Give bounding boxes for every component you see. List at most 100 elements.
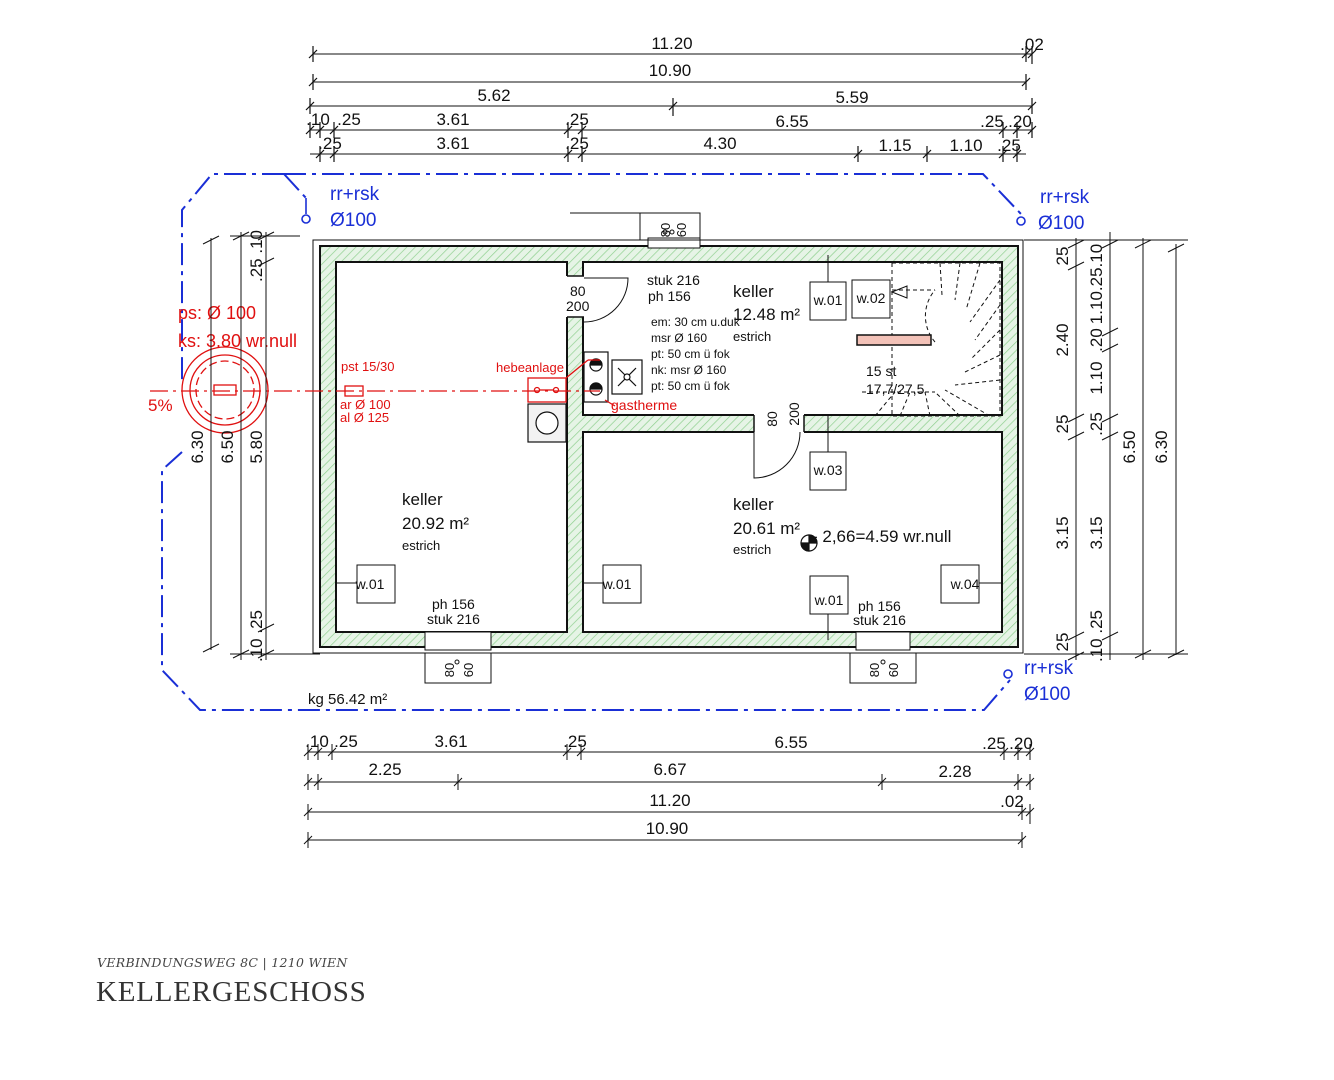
rr-dia-bottom: Ø100 [1024,684,1070,705]
staircase [862,262,1001,417]
tag-w01-top: w.01 [813,292,843,308]
room-left-area: 20.92 m² [402,514,469,533]
dim-top-4-30: 4.30 [703,134,736,153]
rr-label-left: rr+rsk [330,184,380,205]
level-marker-icon [800,534,818,552]
red-piping [150,346,616,434]
window-br-80: 80 [867,663,882,677]
window-top-80: 80 [658,223,673,237]
red-labels: ps: Ø 100 ks: 3.80 wr.null 5% pst 15/30 … [148,303,677,425]
right-dimension-labels: 25 2.40 25 3.15 25 1.10.25.10 .20 1.10 .… [1053,244,1171,662]
drainage-points [301,198,1026,679]
tag-w01-bottom: w.01 [814,592,844,608]
dim-bot-11-20: 11.20 [649,791,690,810]
dim-right-2-40: 2.40 [1053,323,1072,356]
dim-bot-010: .10 [305,732,329,751]
window-bl-80: 80 [442,663,457,677]
dim-right-25b: 25 [1053,415,1072,434]
tag-w04: w.04 [950,576,980,592]
slope-label: 5% [148,396,173,415]
ps-label: ps: Ø 100 [178,303,256,323]
window-top-stuk: stuk 216 [647,272,700,288]
drainage-labels: rr+rsk Ø100 rr+rsk Ø100 rr+rsk Ø100 [330,184,1090,705]
door-1-80: 80 [570,283,586,299]
stairs-count: 15 st [866,363,896,379]
rr-label-bottom: rr+rsk [1024,658,1074,679]
tag-w01-left: w.01 [355,576,385,592]
room-right-floor: estrich [733,542,771,557]
rr-dia-left: Ø100 [330,210,376,231]
rr-dia-right: Ø100 [1038,213,1084,234]
dim-top-5-59: 5.59 [835,88,868,107]
left-dimension-chains [202,231,320,660]
dim-top-5-62: 5.62 [477,86,510,105]
dim-top-025b: .25 [565,110,589,129]
room-right-name: keller [733,495,774,514]
dim-right-025: .25 [1087,412,1106,436]
dim-bot-2-25: 2.25 [368,760,401,779]
stair-landing [856,334,932,346]
dim-bot-2-28: 2.28 [938,762,971,781]
note-em: em: 30 cm u.duk [651,315,741,329]
dim-bot-6-67: 6.67 [653,760,686,779]
downpipe-icon [301,214,311,224]
dim-top-10-90: 10.90 [649,61,692,80]
dim-top-010: .10 [306,110,330,129]
page-title: KELLERGESCHOSS [96,976,367,1008]
room-keller-right [582,431,1003,633]
dim-bot-3-61: 3.61 [434,732,467,751]
dim-right-6-50: 6.50 [1120,430,1139,463]
technical-notes: em: 30 cm u.duk msr Ø 160 pt: 50 cm ü fo… [308,315,951,708]
top-dimension-labels: 11.20 .02 10.90 5.62 5.59 .10 .25 3.61 .… [306,34,1044,155]
door-1-200: 200 [566,298,590,314]
note-msr: msr Ø 160 [651,331,707,345]
dim-bot-020: .20 [1009,734,1033,753]
room-top-name: keller [733,282,774,301]
dim-right-3-15a: 3.15 [1053,516,1072,549]
stairs-ratio: 17,7/27,5 [866,381,925,397]
room-keller-top [582,261,1003,416]
drainage-outline [161,173,1022,711]
dim-right-small-bottom: .10 .25 [1087,610,1106,662]
note-pt2: pt: 50 cm ü fok [651,379,731,393]
dim-right-small-top: 1.10.25.10 [1087,244,1106,324]
tag-w03: w.03 [813,462,843,478]
dim-right-6-30: 6.30 [1152,430,1171,463]
hebeanlage-label: hebeanlage [496,360,564,375]
dim-top-02: .02 [1020,35,1044,54]
note-pt1: pt: 50 cm ü fok [651,347,731,361]
dim-top-025a: .25 [337,110,361,129]
dim-right-25c: 25 [1053,633,1072,652]
dim-bot-025c: .25 [982,734,1006,753]
ar-label: ar Ø 100 [340,397,391,412]
dim-right-25a: 25 [1053,247,1072,266]
window-bl-ph: ph 156 [432,596,475,612]
level-note: - 2,66=4.59 wr.null [812,527,951,546]
door-2-80: 80 [764,411,780,427]
dim-top-025c: .25 [980,112,1004,131]
window-top-ph: ph 156 [648,288,691,304]
wall-tags [336,255,1002,640]
window-bl-stuk: stuk 216 [427,611,480,627]
top-dimension-chains [305,46,1037,162]
dim-left-6-50: 6.50 [218,430,237,463]
dim-top-3-61b: 3.61 [436,134,469,153]
al-label: al Ø 125 [340,410,389,425]
opening-labels: stuk 216 ph 156 80 60 ph 156 stuk 216 80… [427,223,906,677]
dim-top-020: .20 [1008,112,1032,131]
window-br-60: 60 [886,663,901,677]
door-2-200: 200 [786,402,802,426]
room-right-area: 20.61 m² [733,519,800,538]
dim-right-3-15b: 3.15 [1087,516,1106,549]
dim-left-6-30: 6.30 [188,430,207,463]
downpipe-icon [1016,216,1026,226]
right-dimension-chains [1024,232,1188,661]
window-bottom-right [849,631,917,684]
note-nk: nk: msr Ø 160 [651,363,727,377]
dim-bot-10-90: 10.90 [646,819,689,838]
address-caption: VERBINDUNGSWEG 8C | 1210 WIEN [97,955,348,970]
dim-top-6-55: 6.55 [775,112,808,131]
room-top-area: 12.48 m² [733,305,800,324]
room-top-floor: estrich [733,329,771,344]
dim-bot-6-55: 6.55 [774,733,807,752]
